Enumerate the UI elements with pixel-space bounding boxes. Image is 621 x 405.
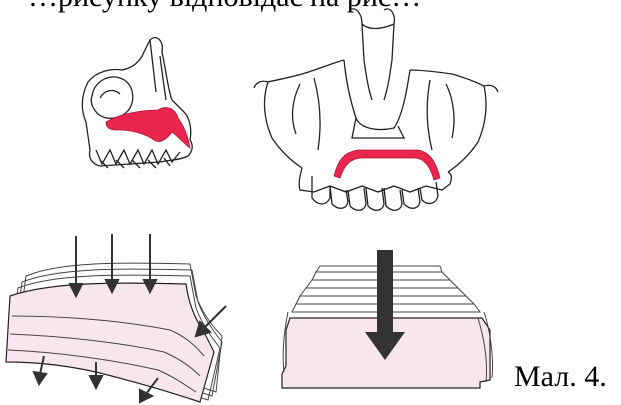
palate-highlight-frontal bbox=[334, 150, 440, 180]
palate-highlight-lateral bbox=[106, 108, 190, 148]
figure-caption: Мал. 4. bbox=[514, 360, 607, 394]
skull-lateral-view bbox=[82, 38, 192, 168]
lateral-force-arrow bbox=[196, 306, 226, 336]
skull-frontal-view bbox=[254, 9, 498, 210]
